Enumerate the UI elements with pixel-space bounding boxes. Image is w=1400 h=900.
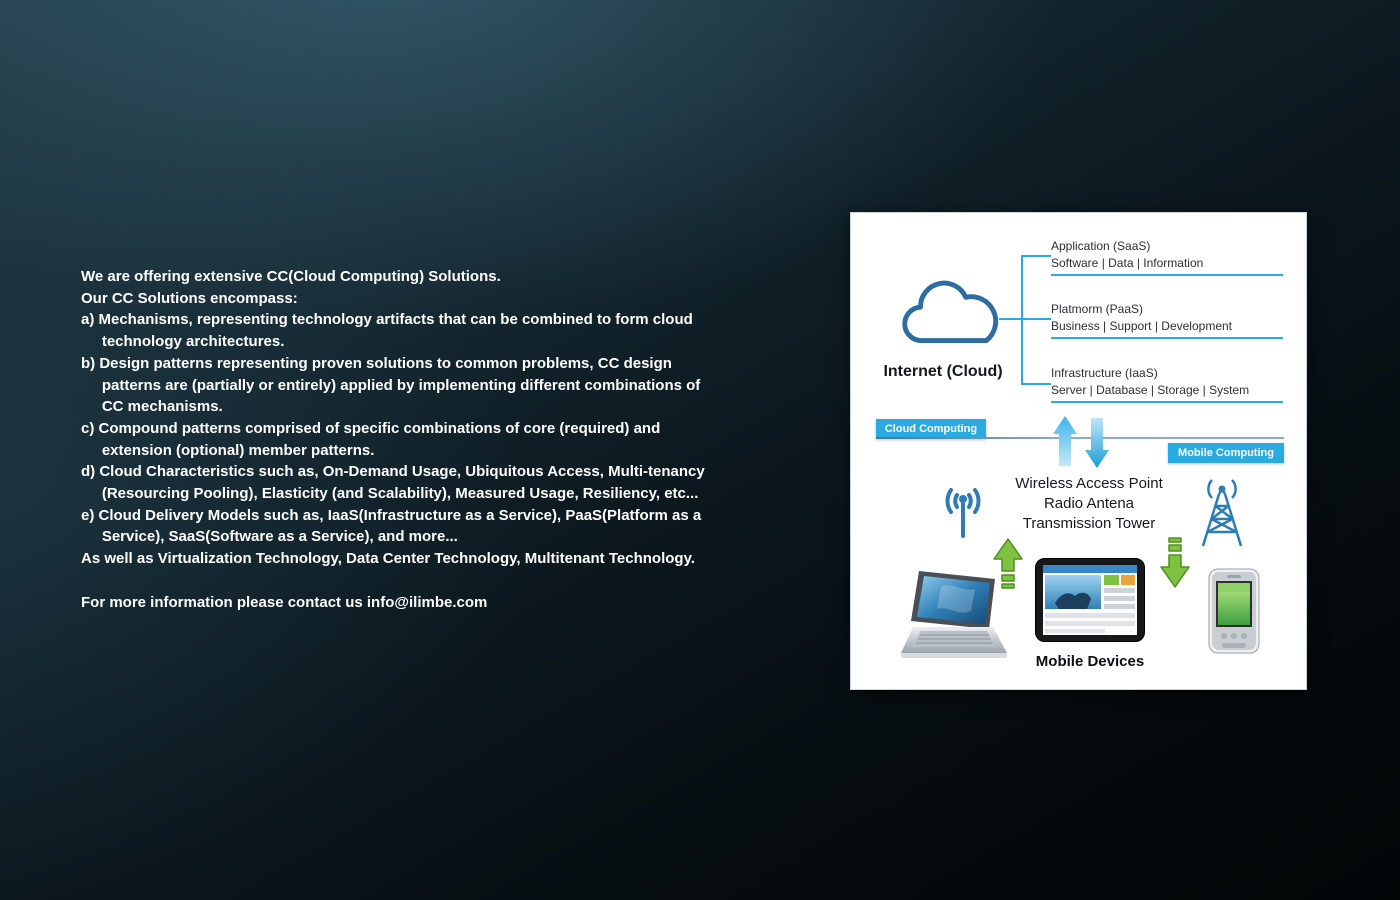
access-point-line-2: Radio Antena xyxy=(1043,495,1135,512)
cloud-connector-line xyxy=(999,318,1051,320)
intro-line: technology architectures. xyxy=(81,333,285,351)
cloud-computing-diagram-panel: Internet (Cloud) Application (SaaS) Soft… xyxy=(850,212,1307,690)
branch-title: Platmorm (PaaS) xyxy=(1051,302,1144,316)
branch-bottom-stub-line xyxy=(1021,383,1051,385)
branch-underline xyxy=(1051,401,1283,403)
intro-line: We are offering extensive CC(Cloud Compu… xyxy=(81,268,501,285)
intro-line xyxy=(81,570,705,592)
mobile-computing-badge: Mobile Computing xyxy=(1168,443,1284,463)
access-point-text: Wireless Access Point Radio Antena Trans… xyxy=(969,474,1209,534)
intro-line: Our CC Solutions encompass: xyxy=(81,289,298,307)
branch-subtitle: Software | Data | Information xyxy=(1051,256,1204,270)
intro-line: patterns are (partially or entirely) app… xyxy=(81,376,701,394)
intro-text-block: We are offering extensive CC(Cloud Compu… xyxy=(81,266,705,613)
branch-title: Infrastructure (IaaS) xyxy=(1051,366,1158,380)
mobile-devices-label: Mobile Devices xyxy=(1035,653,1145,670)
intro-line: d) Cloud Characteristics such as, On-Dem… xyxy=(81,463,705,481)
branch-subtitle: Server | Database | Storage | System xyxy=(1051,383,1250,397)
branch-vertical-line xyxy=(1021,255,1023,385)
branch-title: Application (SaaS) xyxy=(1051,239,1151,253)
branch-platform-paas: Platmorm (PaaS) Business | Support | Dev… xyxy=(1051,302,1283,339)
intro-line: b) Design patterns representing proven s… xyxy=(81,354,672,372)
branch-infrastructure-iaas: Infrastructure (IaaS) Server | Database … xyxy=(1051,366,1283,403)
intro-line: e) Cloud Delivery Models such as, IaaS(I… xyxy=(81,506,702,524)
intro-contact-line: For more information please contact us i… xyxy=(81,593,488,611)
intro-line: CC mechanisms. xyxy=(81,398,223,416)
intro-line: a) Mechanisms, representing technology a… xyxy=(81,311,693,329)
intro-line: As well as Virtualization Technology, Da… xyxy=(81,550,695,568)
branch-underline xyxy=(1051,337,1283,339)
access-point-line-3: Transmission Tower xyxy=(1022,515,1156,532)
branch-application-saas: Application (SaaS) Software | Data | Inf… xyxy=(1051,239,1283,276)
cloud-icon xyxy=(902,280,999,344)
transmission-tower-icon xyxy=(1201,479,1243,547)
branch-subtitle: Business | Support | Development xyxy=(1051,319,1232,333)
divider-line xyxy=(876,437,1284,439)
laptop-illustration xyxy=(901,571,1007,658)
intro-line: Service), SaaS(Software as a Service), a… xyxy=(81,528,458,546)
tablet-illustration xyxy=(1035,558,1145,642)
branch-top-stub-line xyxy=(1021,255,1051,257)
radio-antenna-icon xyxy=(945,488,981,538)
branch-underline xyxy=(1051,274,1283,276)
access-point-line-1: Wireless Access Point xyxy=(1015,475,1163,492)
green-down-arrow-icon xyxy=(1160,537,1190,588)
cloud-computing-badge: Cloud Computing xyxy=(876,419,986,439)
intro-line: c) Compound patterns comprised of specif… xyxy=(81,419,661,437)
intro-line: (Resourcing Pooling), Elasticity (and Sc… xyxy=(81,485,699,503)
smartphone-illustration xyxy=(1208,568,1260,654)
green-up-arrow-icon xyxy=(993,538,1023,589)
up-down-arrows-icon xyxy=(1053,416,1109,468)
intro-line: extension (optional) member patterns. xyxy=(81,441,375,459)
internet-cloud-label: Internet (Cloud) xyxy=(883,363,1003,380)
